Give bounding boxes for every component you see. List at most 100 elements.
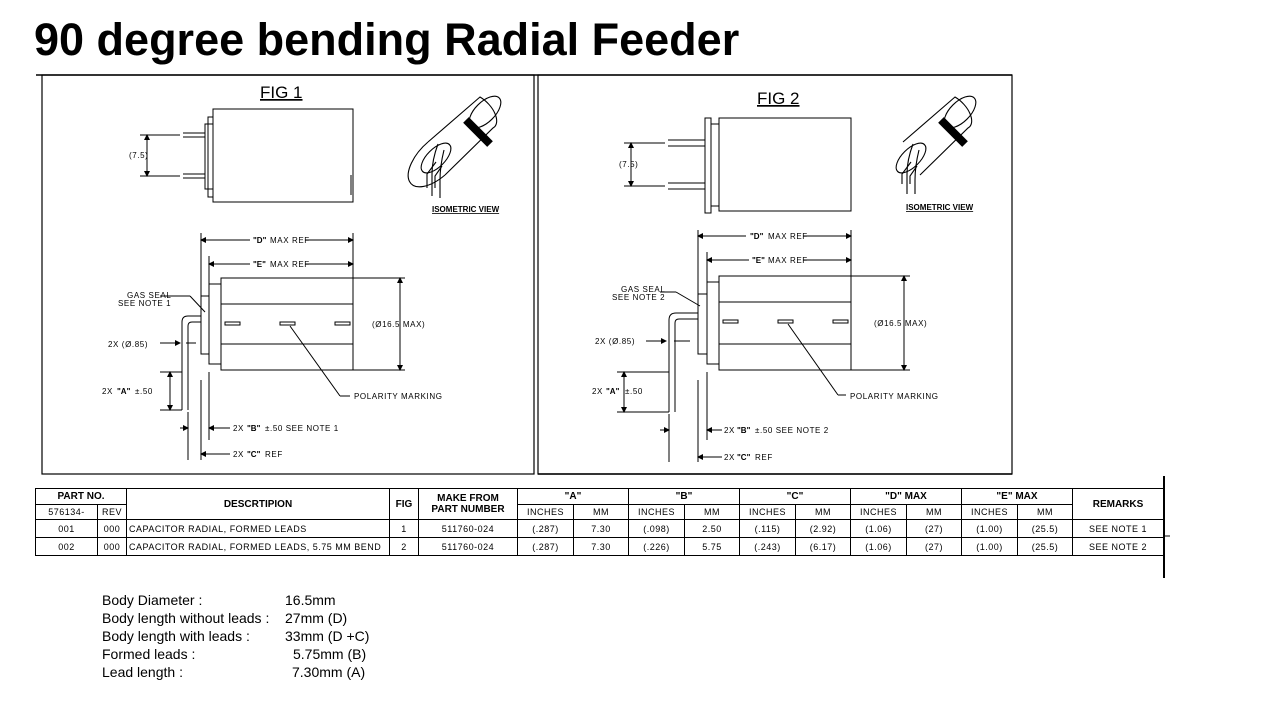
cell-e-mm: (25.5) xyxy=(1017,537,1073,556)
fig1-b-letter: "B" xyxy=(247,424,261,433)
hdr-e-in: INCHES xyxy=(961,504,1018,520)
fig1-bottom-view xyxy=(160,277,405,460)
cell-rev: 000 xyxy=(97,537,127,556)
hdr-d-mm: MM xyxy=(906,504,962,520)
cell-part: 002 xyxy=(35,537,98,556)
fig1-isometric-label: ISOMETRIC VIEW xyxy=(432,205,500,214)
fig1-a-pre: 2X xyxy=(102,387,113,396)
fig2-d-ref: MAX REF xyxy=(768,232,808,241)
hdr-make-from-1: MAKE FROM xyxy=(437,493,499,504)
fig2-c-letter: "C" xyxy=(737,453,751,462)
cell-b-in: (.226) xyxy=(628,537,685,556)
hdr-e-mm: MM xyxy=(1017,504,1073,520)
cell-e-mm: (25.5) xyxy=(1017,519,1073,538)
spec-label: Body length with leads : xyxy=(102,628,250,644)
cell-a-mm: 7.30 xyxy=(573,537,629,556)
fig2-gas-seal-1: GAS SEAL xyxy=(621,285,665,294)
cell-d-in: (1.06) xyxy=(850,519,907,538)
cell-make: 511760-024 xyxy=(418,537,518,556)
fig2-dia: (Ø16.5 MAX) xyxy=(874,319,927,328)
fig2-lead-dia: 2X (Ø.85) xyxy=(595,337,635,346)
fig1-gas-seal-1: GAS SEAL xyxy=(127,291,171,300)
fig2-isometric xyxy=(895,95,977,194)
hdr-d-in: INCHES xyxy=(850,504,907,520)
fig1-dia: (Ø16.5 MAX) xyxy=(372,320,425,329)
cell-c-in: (.115) xyxy=(739,519,796,538)
fig1-d-ref: MAX REF xyxy=(270,236,310,245)
fig1-lead-dia: 2X (Ø.85) xyxy=(108,340,148,349)
fig1-frame xyxy=(41,74,535,475)
hdr-part-no: PART NO. xyxy=(35,488,127,505)
hdr-description: DESCRTIPION xyxy=(126,488,390,520)
fig2-c-pre: 2X xyxy=(724,453,735,462)
fig2-drawing: FIG 2 (7.5) ISOMETRIC VIEW xyxy=(592,89,977,462)
parts-table: PART NO. DESCRTIPION FIG MAKE FROM PART … xyxy=(35,488,1164,556)
cell-a-in: (.287) xyxy=(517,537,574,556)
cell-c-mm: (6.17) xyxy=(795,537,851,556)
cell-make: 511760-024 xyxy=(418,519,518,538)
cell-a-mm: 7.30 xyxy=(573,519,629,538)
cell-part: 001 xyxy=(35,519,98,538)
cell-d-mm: (27) xyxy=(906,519,962,538)
fig2-a-tol: ±.50 xyxy=(625,387,643,396)
fig2-d-letter: "D" xyxy=(750,232,764,241)
fig1-polarity: POLARITY MARKING xyxy=(354,392,443,401)
cell-e-in: (1.00) xyxy=(961,519,1018,538)
table-row: 001 000 CAPACITOR RADIAL, FORMED LEADS 1… xyxy=(35,519,1164,538)
cell-b-mm: 5.75 xyxy=(684,537,740,556)
fig1-b-post: ±.50 SEE NOTE 1 xyxy=(265,424,339,433)
cell-fig: 2 xyxy=(389,537,419,556)
cell-e-in: (1.00) xyxy=(961,537,1018,556)
hdr-e: "E" MAX xyxy=(961,488,1073,505)
cell-d-mm: (27) xyxy=(906,537,962,556)
cell-rev: 000 xyxy=(97,519,127,538)
fig2-b-post: ±.50 SEE NOTE 2 xyxy=(755,426,829,435)
cell-d-in: (1.06) xyxy=(850,537,907,556)
fig1-e-ref: MAX REF xyxy=(270,260,310,269)
fig2-bottom-view xyxy=(617,275,910,462)
spec-value: 16.5mm xyxy=(285,592,336,608)
spec-value: 5.75mm (B) xyxy=(293,646,367,662)
spec-value: 7.30mm (A) xyxy=(292,664,366,680)
spec-label: Lead length : xyxy=(102,664,183,680)
hdr-fig: FIG xyxy=(389,488,419,520)
fig1-label: FIG 1 xyxy=(260,83,303,102)
fig1-gas-seal-2: SEE NOTE 1 xyxy=(118,299,171,308)
cell-a-in: (.287) xyxy=(517,519,574,538)
cell-fig: 1 xyxy=(389,519,419,538)
hdr-a-mm: MM xyxy=(573,504,629,520)
hdr-c-mm: MM xyxy=(795,504,851,520)
hdr-part-prefix: 576134- xyxy=(35,504,98,520)
hdr-b: "B" xyxy=(628,488,740,505)
fig1-drawing: FIG 1 (7.5) ISOMETRIC xyxy=(102,83,502,460)
fig1-b-pre: 2X xyxy=(233,424,244,433)
hdr-b-mm: MM xyxy=(684,504,740,520)
fig2-e-ref: MAX REF xyxy=(768,256,808,265)
hdr-a-in: INCHES xyxy=(517,504,574,520)
fig2-gas-seal-2: SEE NOTE 2 xyxy=(612,293,665,302)
fig1-a-letter: "A" xyxy=(117,387,131,396)
spec-value: 33mm (D +C) xyxy=(285,628,370,644)
fig2-label: FIG 2 xyxy=(757,89,800,108)
fig1-top-view xyxy=(140,108,354,203)
hdr-remarks: REMARKS xyxy=(1072,488,1164,520)
fig1-e-letter: "E" xyxy=(253,260,266,269)
hdr-c: "C" xyxy=(739,488,851,505)
cell-desc: CAPACITOR RADIAL, FORMED LEADS, 5.75 MM … xyxy=(126,537,390,556)
fig2-polarity: POLARITY MARKING xyxy=(850,392,939,401)
fig1-d-letter: "D" xyxy=(253,236,267,245)
fig1-c-post: REF xyxy=(265,450,283,459)
hdr-make-from: MAKE FROM PART NUMBER xyxy=(418,488,518,520)
cell-b-mm: 2.50 xyxy=(684,519,740,538)
table-row: 002 000 CAPACITOR RADIAL, FORMED LEADS, … xyxy=(35,537,1164,556)
fig1-isometric xyxy=(407,95,502,198)
page-title: 90 degree bending Radial Feeder xyxy=(34,14,740,65)
fig2-frame xyxy=(537,74,1013,475)
fig1-c-pre: 2X xyxy=(233,450,244,459)
fig1-a-tol: ±.50 xyxy=(135,387,153,396)
hdr-rev: REV xyxy=(97,504,127,520)
fig2-b-pre: 2X xyxy=(724,426,735,435)
hdr-a: "A" xyxy=(517,488,629,505)
spec-label: Body Diameter : xyxy=(102,592,203,608)
cell-desc: CAPACITOR RADIAL, FORMED LEADS xyxy=(126,519,390,538)
